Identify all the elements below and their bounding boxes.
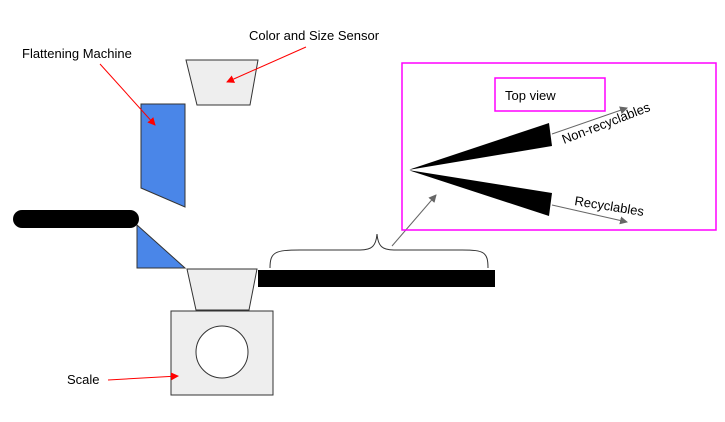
non-recyclables-label: Non-recyclables: [560, 99, 653, 147]
color-size-sensor: [185, 59, 259, 106]
splitter-lower-arm: [408, 170, 552, 216]
recyclables-arrow: [551, 204, 628, 225]
flattening-ramp: [136, 223, 187, 269]
scale-label: Scale: [67, 372, 100, 387]
flattening-machine: [140, 103, 186, 208]
scale-dial: [195, 325, 249, 379]
top-view-inset: [401, 62, 717, 231]
scale-callout: [107, 372, 179, 381]
scale-funnel: [186, 268, 258, 311]
top-view-label: Top view: [505, 88, 556, 103]
conveyor-brace: [269, 233, 489, 269]
sensor-label: Color and Size Sensor: [249, 28, 380, 43]
flattening-machine-callout: [99, 63, 156, 126]
flattening-machine-label: Flattening Machine: [22, 46, 132, 61]
top-view-label-box: [494, 77, 606, 112]
input-conveyor: [13, 210, 139, 228]
sensor-callout: [226, 46, 307, 83]
splitter-upper-arm: [408, 123, 552, 170]
recyclables-label: Recyclables: [574, 193, 646, 219]
output-conveyor: [258, 270, 495, 287]
brace-to-inset-arrow: [391, 194, 437, 247]
non-recyclables-arrow: [551, 106, 628, 135]
